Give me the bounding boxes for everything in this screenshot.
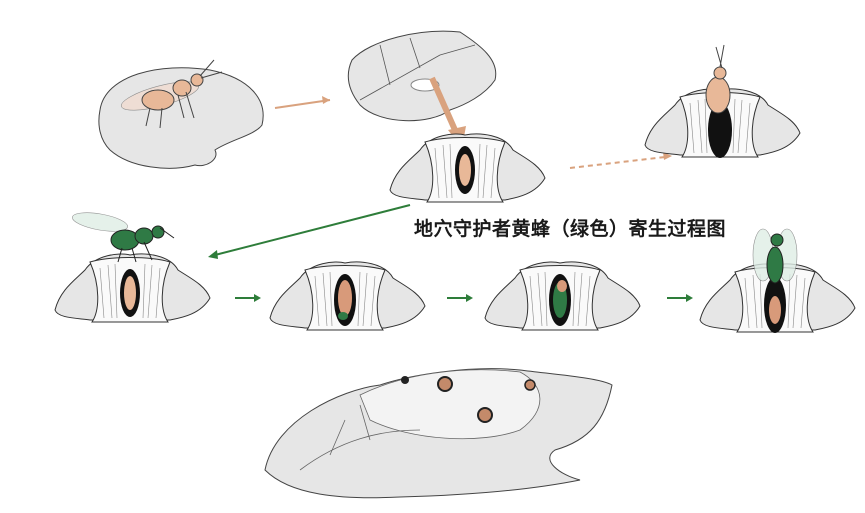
arrow-parasitoid-1: [214, 204, 411, 256]
gall-parasitoid-larva-stage2: [484, 261, 641, 331]
parasitoid-emerging: [699, 228, 856, 333]
parasitoid-on-gall: [54, 212, 211, 323]
host-wasp-icon: [120, 59, 223, 129]
gall-parasitoid-larva-stage1: [269, 261, 426, 331]
arrow-host-dashed: [569, 156, 666, 169]
egg-laid-on-leaf: [347, 30, 497, 148]
arrow-host-1: [274, 99, 331, 109]
host-wasp-emerging: [644, 44, 801, 158]
host-wasp-on-leaf: [98, 59, 264, 169]
parasitoid-wasp-icon: [72, 212, 175, 263]
gall-with-larva: [389, 133, 546, 203]
diagram-title: 地穴守护者黄蜂（绿色）寄生过程图: [414, 218, 727, 240]
leaf-with-exit-holes: [264, 368, 613, 499]
